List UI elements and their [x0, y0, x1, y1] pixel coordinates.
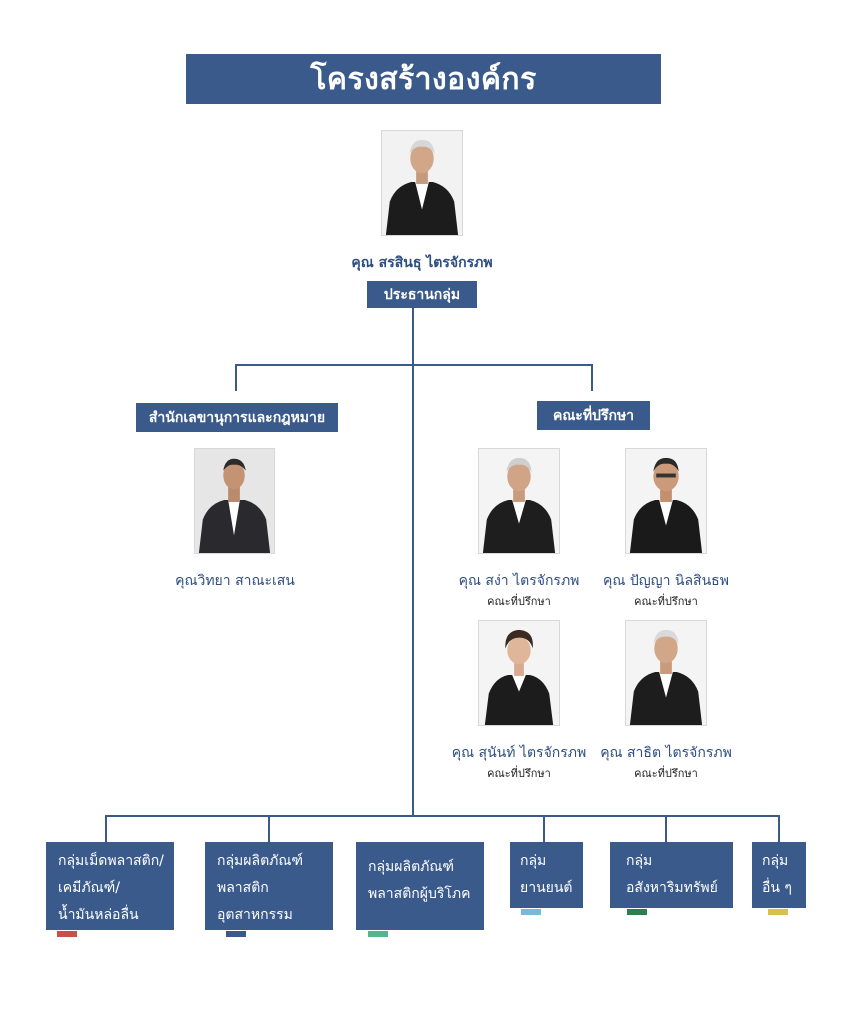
group-line: กลุ่ม: [762, 853, 789, 869]
advisor-4-name: คุณ สาธิต ไตรจักรภพ: [600, 745, 732, 761]
advisor-1-photo: [478, 448, 560, 554]
advisor-4-role: คณะที่ปรึกษา: [634, 767, 698, 780]
group-industrial-plastics: กลุ่มผลิตภัณฑ์ พลาสติก อุตสาหกรรม: [205, 842, 333, 930]
secretariat-person-name: คุณวิทยา สาณะเสน: [175, 573, 295, 589]
group-line: กลุ่มเม็ดพลาสติก/: [58, 853, 164, 869]
group-line: กลุ่ม: [626, 853, 653, 869]
group-6-accent-bar: [768, 909, 788, 915]
group-line: น้ำมันหล่อลื่น: [58, 907, 139, 923]
advisor-2-name: คุณ ปัญญา นิลสินธพ: [603, 573, 729, 589]
advisors-label: คณะที่ปรึกษา: [537, 401, 650, 430]
chairman-name: คุณ สรสินธุ ไตรจักรภพ: [351, 255, 493, 271]
group-consumer-plastics: กลุ่มผลิตภัณฑ์ พลาสติกผู้บริโภค: [356, 842, 484, 930]
group-line: อุตสาหกรรม: [217, 907, 293, 923]
advisor-2-photo: [625, 448, 707, 554]
connector-main-vertical: [412, 307, 414, 817]
group-line: กลุ่มผลิตภัณฑ์: [368, 859, 454, 875]
group-line: อสังหาริมทรัพย์: [626, 880, 718, 896]
connector-group-6-drop: [778, 815, 780, 842]
group-line: อื่น ๆ: [762, 880, 792, 896]
advisor-3-name: คุณ สุนันท์ ไตรจักรภพ: [451, 745, 587, 761]
group-line: พลาสติก: [217, 880, 269, 896]
secretariat-photo: [194, 448, 275, 554]
group-line: ยานยนต์: [520, 880, 573, 896]
advisor-1-role: คณะที่ปรึกษา: [487, 595, 551, 608]
group-1-accent-bar: [57, 931, 77, 937]
connector-group-4-drop: [543, 815, 545, 842]
group-line: กลุ่ม: [520, 853, 547, 869]
advisor-4-photo: [625, 620, 707, 726]
connector-upper-horizontal: [235, 364, 593, 366]
group-3-accent-bar: [368, 931, 388, 937]
group-line: พลาสติกผู้บริโภค: [368, 886, 471, 902]
group-5-accent-bar: [627, 909, 647, 915]
connector-group-1-drop: [105, 815, 107, 842]
connector-group-2-drop: [268, 815, 270, 842]
group-line: เคมีภัณฑ์/: [58, 880, 120, 896]
group-line: กลุ่มผลิตภัณฑ์: [217, 853, 303, 869]
connector-right-drop: [591, 364, 593, 391]
advisor-3-photo: [478, 620, 560, 726]
group-4-accent-bar: [521, 909, 541, 915]
chairman-role-label: ประธานกลุ่ม: [367, 281, 477, 308]
advisor-2-role: คณะที่ปรึกษา: [634, 595, 698, 608]
chairman-photo: [381, 130, 463, 236]
advisor-3-role: คณะที่ปรึกษา: [487, 767, 551, 780]
group-plastic-pellets-chemicals: กลุ่มเม็ดพลาสติก/ เคมีภัณฑ์/ น้ำมันหล่อล…: [46, 842, 174, 930]
connector-group-5-drop: [665, 815, 667, 842]
advisor-1-name: คุณ สง่า ไตรจักรภพ: [458, 573, 580, 589]
page-title: โครงสร้างองค์กร: [186, 54, 661, 104]
group-real-estate: กลุ่ม อสังหาริมทรัพย์: [610, 842, 733, 908]
group-others: กลุ่ม อื่น ๆ: [752, 842, 806, 908]
secretariat-label: สำนักเลขานุการและกฎหมาย: [136, 403, 338, 432]
connector-bottom-horizontal: [105, 815, 780, 817]
group-2-accent-bar: [226, 931, 246, 937]
connector-left-drop: [235, 364, 237, 391]
group-automotive: กลุ่ม ยานยนต์: [510, 842, 583, 908]
